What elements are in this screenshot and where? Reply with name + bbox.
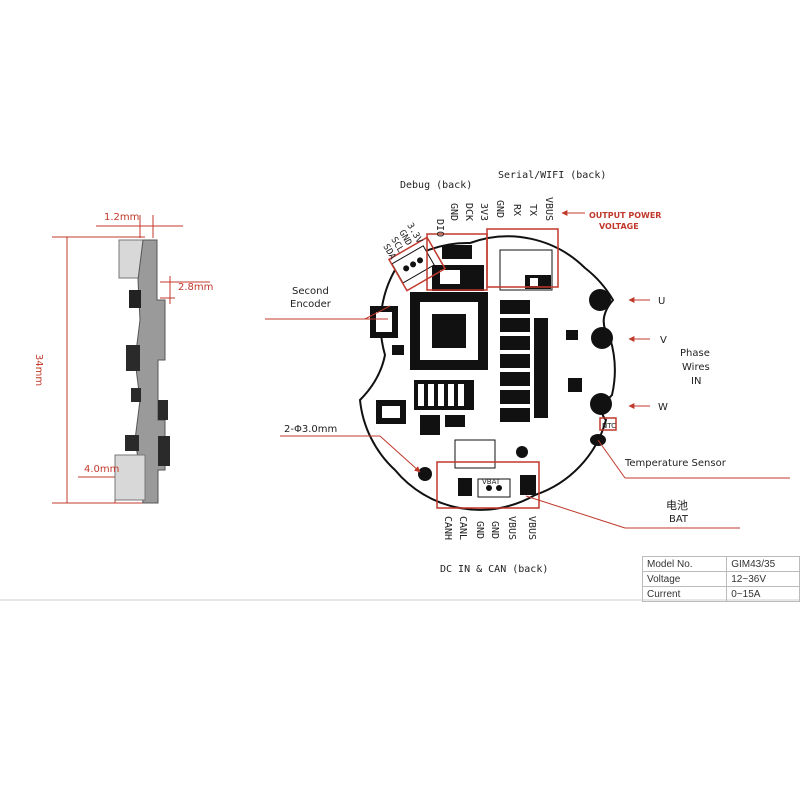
spec-key: Voltage	[641, 571, 728, 587]
side-component	[126, 345, 140, 371]
i2c-box	[387, 236, 447, 292]
svg-text:RX: RX	[511, 204, 522, 216]
phase-arrows	[628, 297, 650, 409]
phase-w-pad	[590, 393, 612, 415]
output-voltage-label: VOLTAGE	[599, 222, 639, 231]
dim-thickness: 1.2mm	[104, 212, 139, 223]
svg-text:VBUS: VBUS	[506, 516, 517, 540]
spec-row: Voltage 12~36V	[641, 571, 800, 587]
svg-text:TX: TX	[527, 204, 538, 216]
serial-header: Serial/WIFI (back)	[498, 170, 606, 181]
side-profile	[52, 215, 210, 504]
dc-header: DC IN & CAN (back)	[440, 564, 548, 575]
phase-label-2: Wires	[682, 362, 710, 373]
phase-w-label: W	[658, 402, 668, 413]
dc-box	[436, 461, 540, 509]
mount-hole	[516, 446, 528, 458]
spec-row: Model No. GIM43/35	[641, 556, 800, 572]
svg-text:VBUS: VBUS	[543, 197, 554, 221]
serial-box	[486, 228, 559, 288]
dim-connector: 2.8mm	[178, 282, 213, 293]
svg-text:GND: GND	[448, 203, 459, 221]
debug-header: Debug (back)	[400, 180, 472, 191]
side-component	[125, 435, 139, 451]
temp-sensor-label: Temperature Sensor	[624, 458, 727, 469]
bottom-connector	[114, 454, 146, 501]
output-power-label: OUTPUT POWER	[589, 211, 661, 220]
dc-pin-labels: CANH CANL GND GND VBUS VBUS	[442, 516, 537, 540]
dim-height: 34mm	[33, 354, 44, 386]
second-encoder-label-2: Encoder	[290, 299, 332, 310]
phase-u-pad	[589, 289, 611, 311]
phase-label-1: Phase	[680, 348, 710, 359]
board-ntc: NTC	[602, 422, 616, 430]
svg-text:CANH: CANH	[442, 516, 453, 540]
side-component	[129, 290, 141, 308]
phase-u-label: U	[658, 296, 665, 307]
holes-label: 2-Φ3.0mm	[284, 424, 337, 435]
spec-value: 12~36V	[726, 571, 800, 587]
side-component	[158, 400, 168, 420]
svg-text:DIO: DIO	[434, 219, 445, 237]
mosfet-array	[500, 300, 582, 422]
dim-bottom: 4.0mm	[84, 464, 119, 475]
spec-table: Model No. GIM43/35 Voltage 12~36V Curren…	[641, 556, 800, 602]
svg-text:GND: GND	[489, 521, 500, 539]
second-encoder-label-1: Second	[292, 286, 329, 297]
board-vbat: VBAT	[482, 478, 501, 486]
svg-text:GND: GND	[474, 521, 485, 539]
spec-value: 0~15A	[726, 586, 800, 602]
svg-text:CANL: CANL	[457, 516, 468, 540]
side-component	[158, 436, 170, 466]
svg-text:GND: GND	[494, 200, 505, 218]
spec-value: GIM43/35	[726, 556, 800, 572]
svg-text:3V3: 3V3	[478, 203, 489, 221]
battery-label-cn: 电池	[666, 499, 688, 512]
leader-lines	[265, 210, 790, 529]
spec-row: Current 0~15A	[641, 586, 800, 602]
phase-v-label: V	[660, 335, 667, 346]
spec-key: Current	[641, 586, 728, 602]
side-component	[131, 388, 141, 402]
svg-text:VBUS: VBUS	[526, 516, 537, 540]
phase-label-3: IN	[691, 376, 701, 387]
battery-label-en: BAT	[669, 514, 689, 525]
spec-key: Model No.	[641, 556, 728, 572]
phase-v-pad	[591, 327, 613, 349]
passive-array	[414, 380, 474, 435]
svg-text:DCK: DCK	[463, 203, 474, 221]
ntc-box	[599, 417, 617, 431]
serial-pin-labels: GND RX TX VBUS	[494, 197, 554, 221]
debug-pin-labels: DIO GND DCK 3V3	[434, 203, 489, 237]
annotation-boxes	[387, 228, 617, 509]
debug-pad	[442, 245, 472, 259]
pcb-board	[358, 235, 616, 511]
mount-hole	[418, 467, 432, 481]
